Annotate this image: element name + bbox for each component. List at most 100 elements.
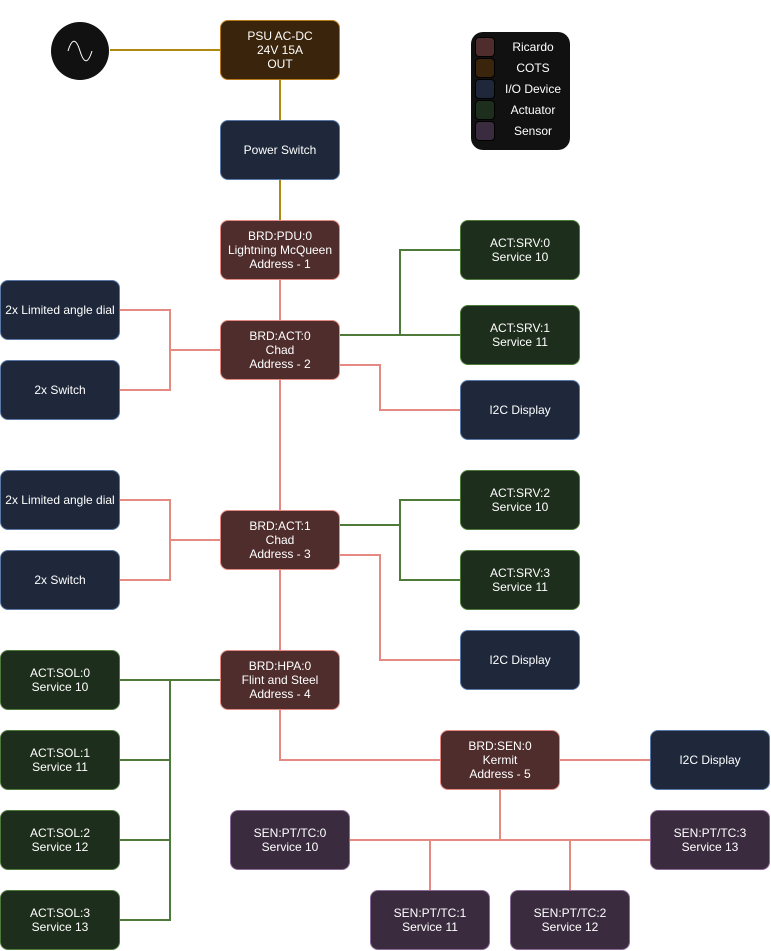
legend-swatch-actuator	[475, 100, 495, 120]
node-line: BRD:HPA:0	[248, 659, 312, 673]
node-line: Chad	[265, 343, 295, 357]
node-act-srv-1[interactable]: ACT:SRV:1 Service 11	[460, 305, 580, 365]
node-line: SEN:PT/TC:1	[393, 906, 467, 920]
node-psu[interactable]: PSU AC-DC 24V 15A OUT	[220, 20, 340, 80]
wire-hpa-sol-bus	[120, 680, 171, 921]
legend-label: Sensor	[513, 124, 553, 138]
node-act-srv-3[interactable]: ACT:SRV:3 Service 11	[460, 550, 580, 610]
node-line: Address - 4	[249, 687, 311, 701]
ac-source[interactable]	[51, 22, 109, 80]
node-line: I2C Display	[489, 653, 551, 667]
node-act1-i2c-display[interactable]: I2C Display	[460, 630, 580, 690]
node-line: Chad	[265, 533, 295, 547]
node-line: I2C Display	[679, 753, 741, 767]
wire-act0-srv0	[399, 249, 460, 335]
sine-wave-icon	[67, 40, 93, 62]
node-line: ACT:SOL:0	[29, 666, 91, 680]
node-line: 2x Limited angle dial	[5, 493, 115, 507]
node-line: BRD:SEN:0	[468, 739, 532, 753]
node-line: Address - 5	[469, 767, 531, 781]
node-power-switch[interactable]: Power Switch	[220, 120, 340, 180]
node-line: Lightning McQueen	[227, 243, 333, 257]
node-line: Service 10	[31, 680, 89, 694]
node-line: 2x Limited angle dial	[5, 303, 115, 317]
wire-act1-inputs-bus	[120, 499, 171, 581]
legend-swatch-cots	[475, 58, 495, 78]
node-line: Service 11	[492, 580, 548, 594]
legend-item-actuator: Actuator	[475, 100, 567, 120]
node-line: BRD:PDU:0	[247, 229, 312, 243]
node-line: Service 11	[402, 920, 458, 934]
node-line: ACT:SRV:3	[489, 566, 551, 580]
node-act-srv-2[interactable]: ACT:SRV:2 Service 10	[460, 470, 580, 530]
legend-item-sensor: Sensor	[475, 121, 567, 141]
node-line: 2x Switch	[34, 573, 86, 587]
node-act0-i2c-display[interactable]: I2C Display	[460, 380, 580, 440]
node-act0-switch[interactable]: 2x Switch	[0, 360, 120, 420]
node-line: BRD:ACT:0	[249, 329, 311, 343]
node-line: Address - 3	[249, 547, 311, 561]
node-line: ACT:SOL:3	[29, 906, 91, 920]
node-line: 24V 15A	[256, 43, 304, 57]
node-line: Service 11	[492, 335, 548, 349]
node-line: SEN:PT/TC:3	[673, 826, 747, 840]
node-sen-pt-tc-2[interactable]: SEN:PT/TC:2 Service 12	[510, 890, 630, 950]
legend-swatch-io-device	[475, 79, 495, 99]
legend-item-ricardo: Ricardo	[475, 37, 567, 57]
node-line: Service 12	[31, 840, 89, 854]
legend-item-cots: COTS	[475, 58, 567, 78]
node-act-srv-0[interactable]: ACT:SRV:0 Service 10	[460, 220, 580, 280]
wire-act1-srv-bus	[399, 499, 460, 581]
node-line: Service 10	[261, 840, 319, 854]
node-brd-act-0[interactable]: BRD:ACT:0 Chad Address - 2	[220, 320, 340, 380]
legend-item-io-device: I/O Device	[475, 79, 567, 99]
node-line: Service 10	[491, 250, 549, 264]
legend: Ricardo COTS I/O Device Actuator Sensor	[471, 32, 570, 150]
node-line: Service 12	[541, 920, 599, 934]
node-line: ACT:SOL:1	[29, 746, 91, 760]
node-line: Service 11	[32, 760, 88, 774]
node-line: Service 10	[491, 500, 549, 514]
node-act-sol-2[interactable]: ACT:SOL:2 Service 12	[0, 810, 120, 870]
node-line: BRD:ACT:1	[249, 519, 311, 533]
node-brd-sen-0[interactable]: BRD:SEN:0 Kermit Address - 5	[440, 730, 560, 790]
node-act1-switch[interactable]: 2x Switch	[0, 550, 120, 610]
wire-act0-display	[340, 364, 460, 411]
node-line: ACT:SRV:0	[489, 236, 551, 250]
node-brd-act-1[interactable]: BRD:ACT:1 Chad Address - 3	[220, 510, 340, 570]
node-line: Address - 1	[249, 257, 311, 271]
node-act-sol-3[interactable]: ACT:SOL:3 Service 13	[0, 890, 120, 950]
node-line: ACT:SRV:2	[489, 486, 551, 500]
node-act-sol-1[interactable]: ACT:SOL:1 Service 11	[0, 730, 120, 790]
node-line: PSU AC-DC	[247, 29, 313, 43]
node-sen-pt-tc-3[interactable]: SEN:PT/TC:3 Service 13	[650, 810, 770, 870]
node-brd-hpa-0[interactable]: BRD:HPA:0 Flint and Steel Address - 4	[220, 650, 340, 710]
node-line: Flint and Steel	[241, 673, 319, 687]
node-line: SEN:PT/TC:0	[253, 826, 327, 840]
node-line: Service 13	[681, 840, 739, 854]
legend-swatch-sensor	[475, 121, 495, 141]
node-brd-pdu-0[interactable]: BRD:PDU:0 Lightning McQueen Address - 1	[220, 220, 340, 280]
legend-label: I/O Device	[504, 82, 561, 96]
wire-hpa-sen	[279, 710, 440, 761]
legend-label: Ricardo	[512, 40, 554, 54]
node-line: Power Switch	[243, 143, 317, 157]
node-line: Kermit	[482, 753, 518, 767]
node-line: Service 13	[31, 920, 89, 934]
node-line: SEN:PT/TC:2	[533, 906, 607, 920]
legend-label: Actuator	[510, 103, 556, 117]
node-line: Address - 2	[249, 357, 311, 371]
node-act-sol-0[interactable]: ACT:SOL:0 Service 10	[0, 650, 120, 710]
legend-swatch-ricardo	[475, 37, 495, 57]
node-act0-limited-angle-dial[interactable]: 2x Limited angle dial	[0, 280, 120, 340]
node-sen-i2c-display[interactable]: I2C Display	[650, 730, 770, 790]
node-act1-limited-angle-dial[interactable]: 2x Limited angle dial	[0, 470, 120, 530]
node-sen-pt-tc-0[interactable]: SEN:PT/TC:0 Service 10	[230, 810, 350, 870]
legend-label: COTS	[516, 61, 550, 75]
wire-act1-display	[340, 554, 460, 661]
node-line: ACT:SRV:1	[489, 321, 551, 335]
node-line: ACT:SOL:2	[29, 826, 91, 840]
node-line: OUT	[267, 57, 293, 71]
node-sen-pt-tc-1[interactable]: SEN:PT/TC:1 Service 11	[370, 890, 490, 950]
